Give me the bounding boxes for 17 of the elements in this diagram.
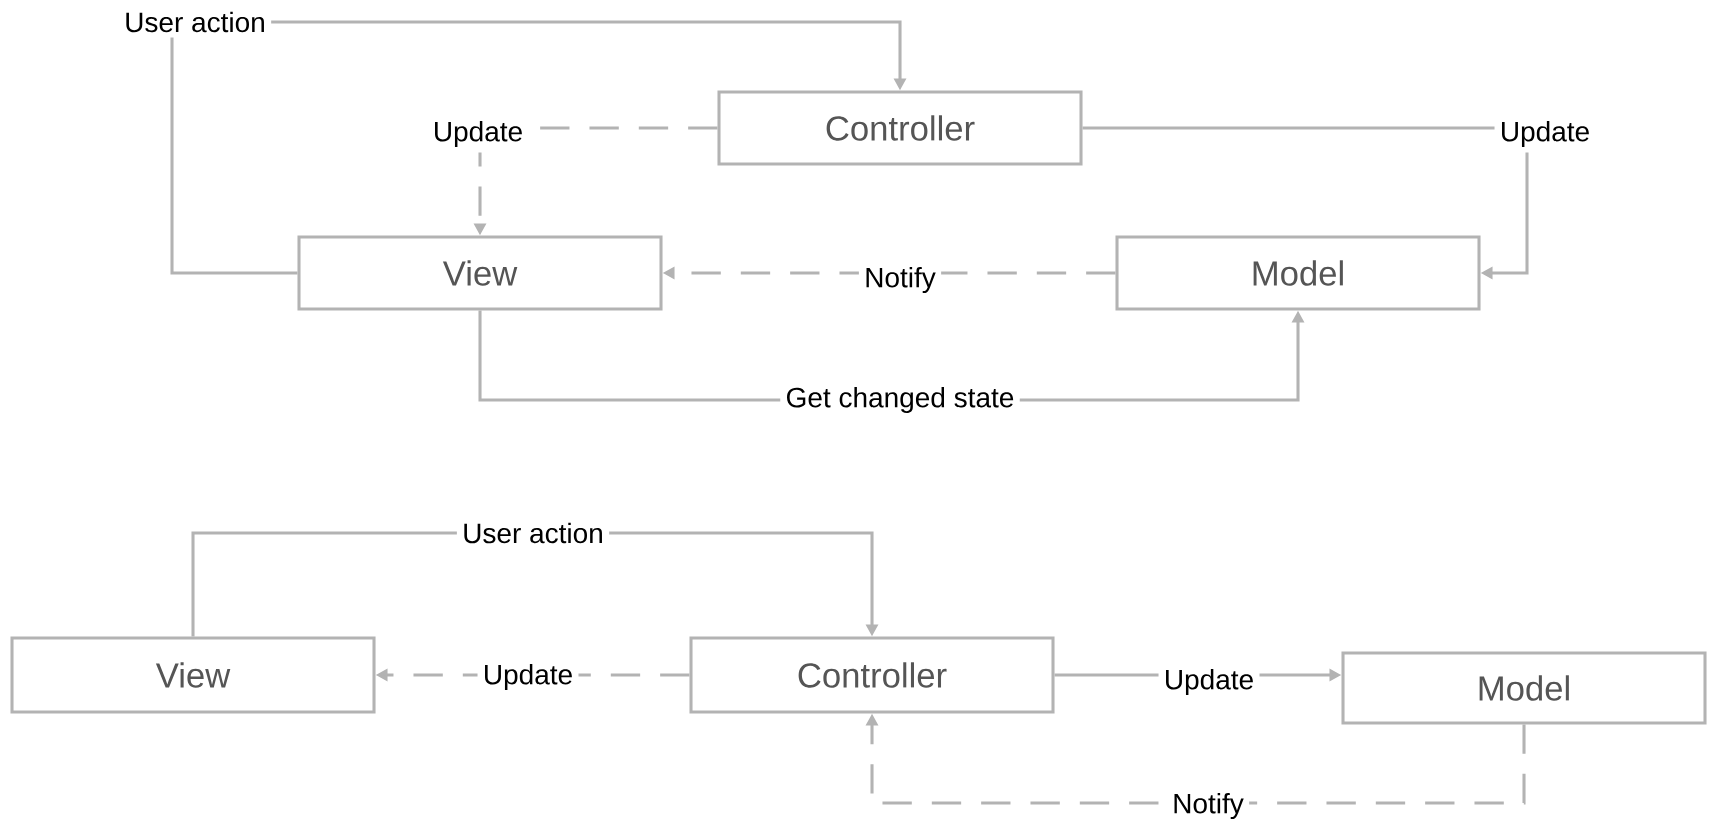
edge-label: Update: [477, 658, 579, 696]
process-box: View: [297, 235, 663, 311]
process-box: Model: [1341, 651, 1707, 725]
process-box: Model: [1115, 235, 1481, 311]
process-box: Controller: [689, 636, 1055, 714]
edge-label: User action: [456, 517, 610, 549]
arrow: [1082, 126, 1529, 280]
edge-label: Update: [1494, 115, 1596, 153]
edge-label: User action: [118, 6, 272, 38]
edge-label: Update: [427, 115, 529, 153]
edge-label: Notify: [1166, 787, 1250, 823]
edge-label: Update: [1158, 663, 1260, 701]
process-box: Controller: [717, 90, 1083, 166]
edge-label: Get changed state: [780, 381, 1020, 419]
process-box: View: [10, 636, 376, 714]
arrow: [170, 20, 907, 275]
edge-label: Notify: [858, 261, 942, 299]
